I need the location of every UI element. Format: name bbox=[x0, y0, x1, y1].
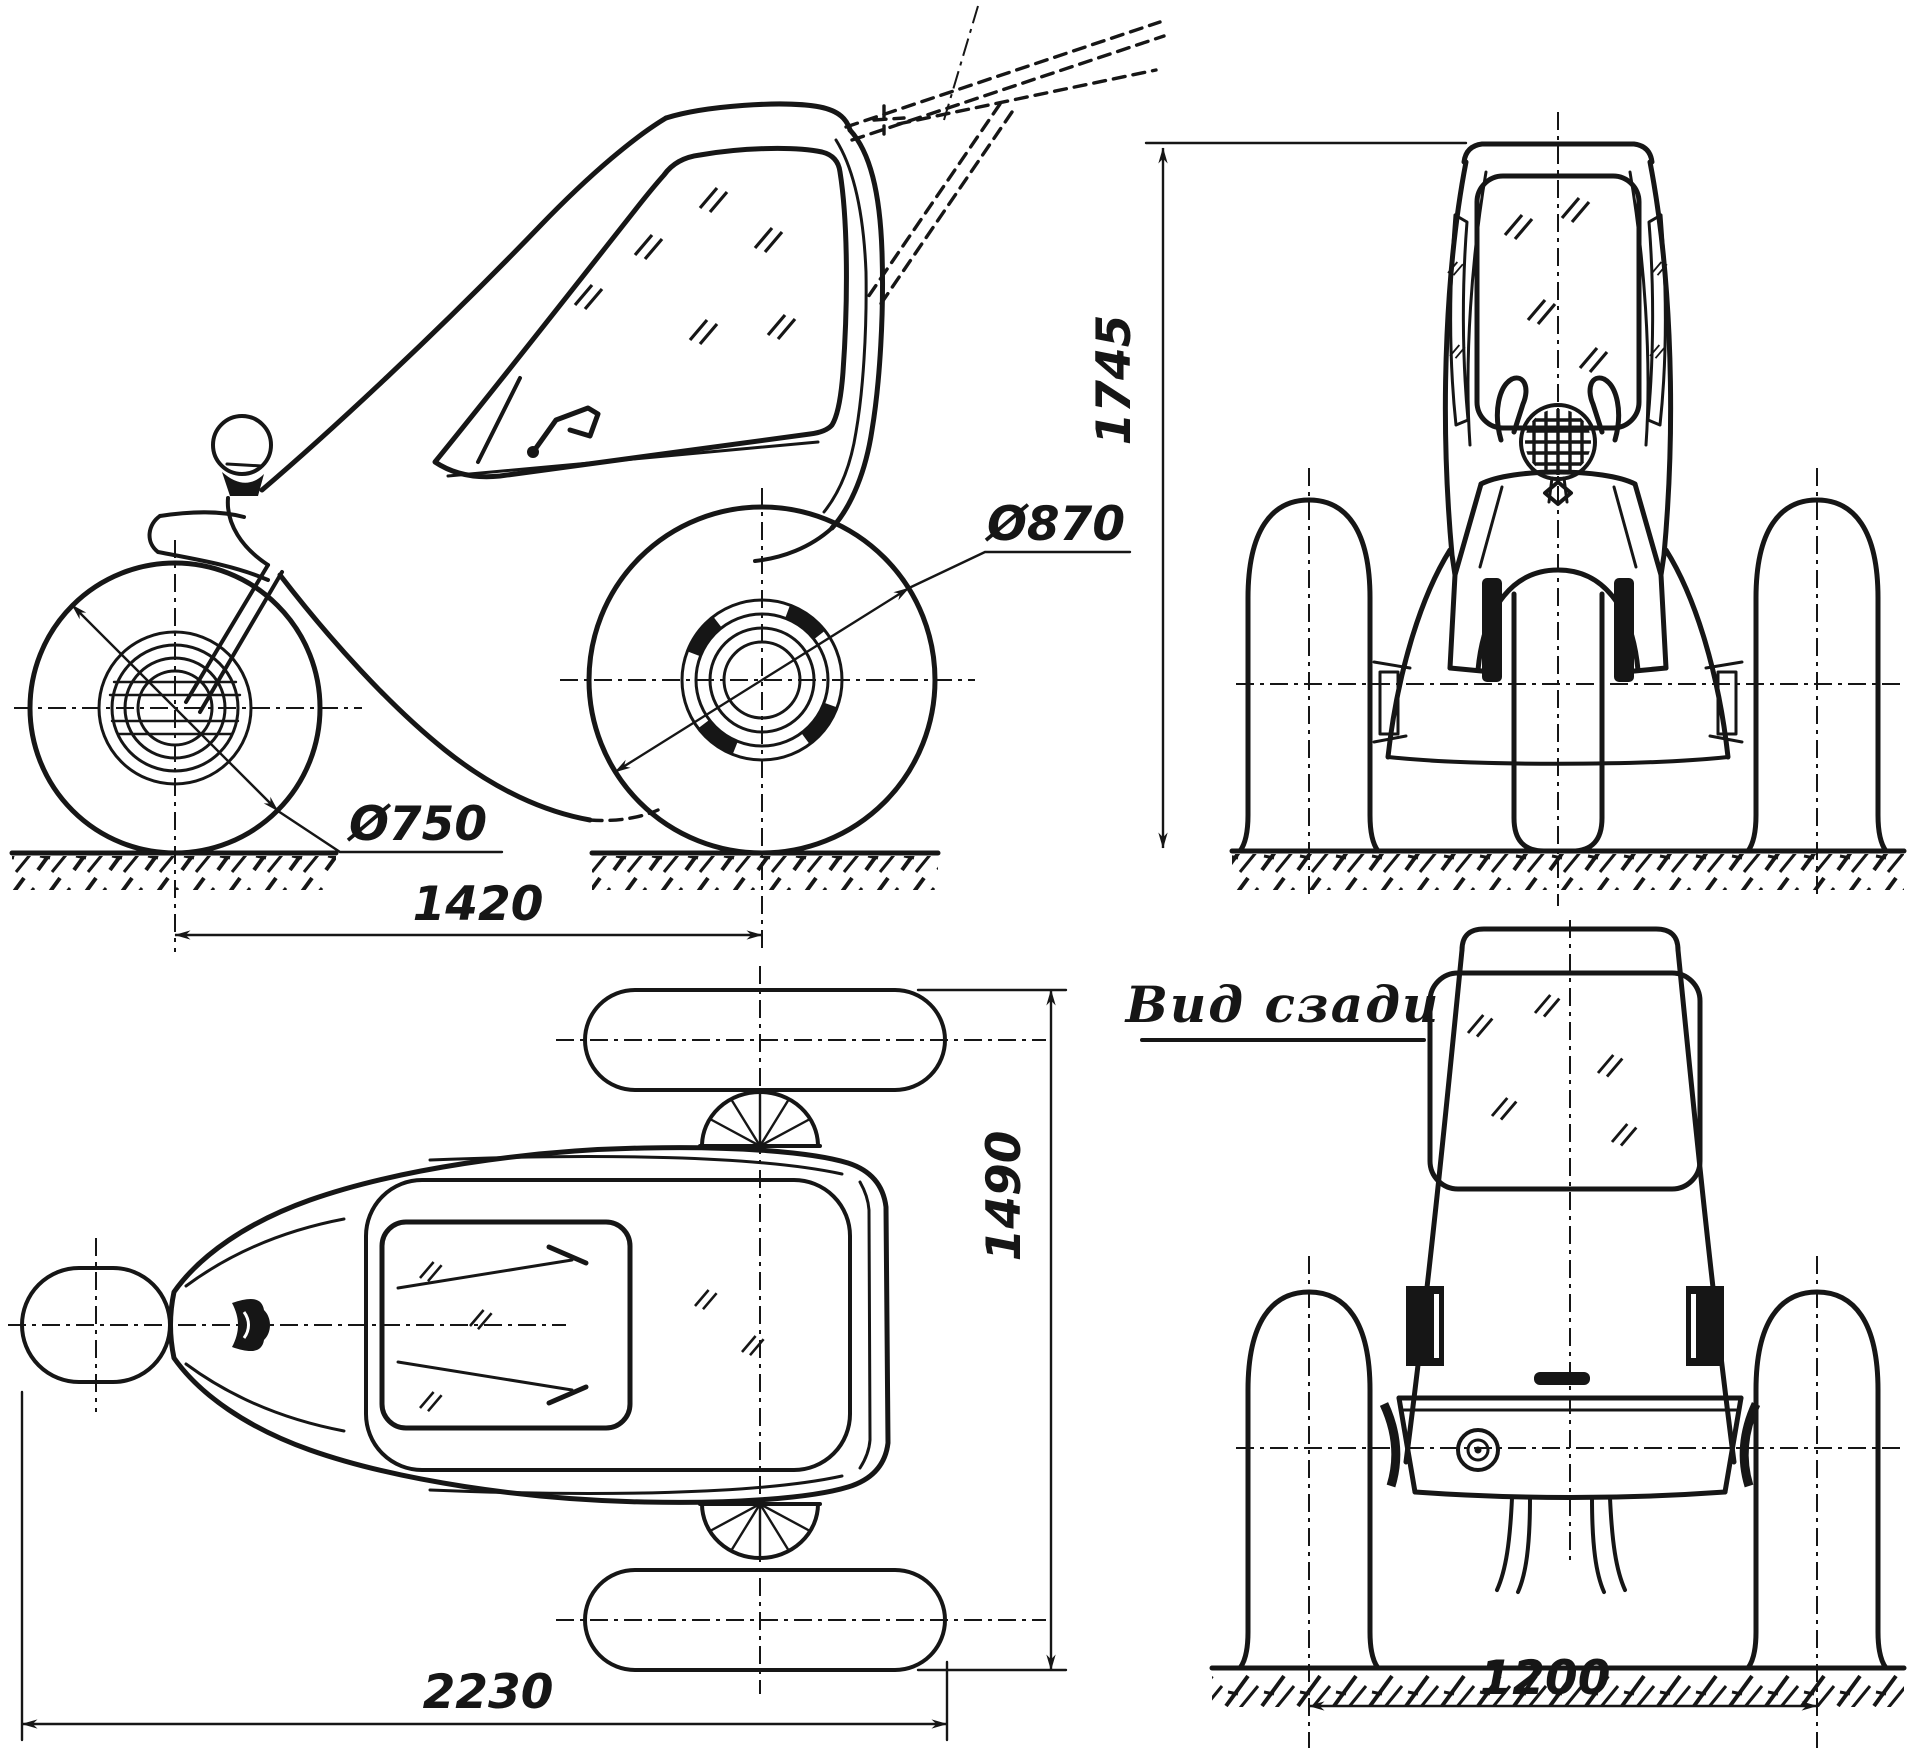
side-view: Ø750 Ø870 1420 bbox=[9, 5, 1166, 952]
side-window bbox=[432, 145, 849, 480]
rear-wheel-right bbox=[1704, 497, 1889, 854]
hatch-handle bbox=[1534, 1372, 1590, 1385]
dim-rear-wheel-diameter: Ø870 bbox=[984, 497, 1125, 552]
dimension-front-wheel-diameter: Ø750 bbox=[71, 604, 504, 854]
fork-leg-left bbox=[1482, 578, 1502, 682]
cabin bbox=[1442, 141, 1674, 578]
ground-line bbox=[1229, 848, 1907, 890]
wiper-arm bbox=[396, 1360, 574, 1392]
rear-body bbox=[1379, 926, 1761, 1594]
wheel-bracket-right bbox=[1739, 1402, 1761, 1488]
dimension-overall-length: 2230 bbox=[20, 1390, 949, 1742]
swingarm-bracket bbox=[1378, 670, 1400, 736]
rear-wheel-right bbox=[1745, 1289, 1889, 1671]
fuel-cap bbox=[1456, 1428, 1500, 1472]
rear-wheel-left bbox=[1237, 497, 1412, 854]
rear-window bbox=[1427, 970, 1703, 1192]
swingarm-bracket bbox=[1716, 670, 1738, 736]
body-outline bbox=[147, 101, 885, 823]
glass-reflections bbox=[418, 1260, 765, 1413]
window-lower-frame bbox=[446, 440, 820, 478]
ground-line bbox=[1209, 1665, 1907, 1707]
dim-overall-height: 1745 bbox=[1087, 315, 1142, 446]
dim-overall-length: 2230 bbox=[423, 1665, 554, 1720]
underbody-detail bbox=[588, 808, 660, 823]
side-glass-left bbox=[1449, 213, 1470, 427]
dimension-rear-track: 1200 bbox=[1308, 1651, 1818, 1711]
dim-wheelbase: 1420 bbox=[413, 877, 544, 932]
center-lines bbox=[1236, 112, 1900, 906]
rear-body-behind bbox=[1385, 547, 1731, 766]
body-plan bbox=[168, 1145, 891, 1505]
dim-overall-width: 1490 bbox=[977, 1131, 1032, 1262]
dimension-overall-width: 1490 bbox=[916, 988, 1068, 1672]
side-glass-right bbox=[1646, 213, 1667, 427]
handlebars bbox=[1494, 375, 1622, 443]
nose-ornament bbox=[232, 1298, 270, 1352]
windshield-top bbox=[379, 1219, 765, 1431]
dimension-rear-wheel-diameter: Ø870 bbox=[614, 497, 1132, 774]
dim-front-wheel-diameter: Ø750 bbox=[346, 797, 487, 852]
center-lines bbox=[8, 966, 1046, 1694]
vent-divider bbox=[476, 376, 522, 464]
rear-axle-fans bbox=[698, 1090, 822, 1560]
front-view: 1745 bbox=[1087, 112, 1907, 906]
front-wheel bbox=[1482, 578, 1634, 854]
open-canopy-phantom bbox=[844, 5, 1166, 310]
headlight bbox=[1519, 403, 1597, 506]
rear-view: Вид сзади bbox=[1124, 920, 1907, 1748]
rear-wheel-top-right bbox=[583, 1568, 947, 1672]
canopy-outline bbox=[364, 1178, 852, 1472]
center-lines bbox=[1236, 920, 1904, 1748]
wheel-bracket-left bbox=[1379, 1402, 1401, 1488]
rear-view-label: Вид сзади bbox=[1124, 975, 1441, 1034]
support-legs bbox=[1495, 1496, 1627, 1594]
headlight-side bbox=[211, 414, 273, 476]
rear-wheel-top-left bbox=[583, 988, 947, 1092]
headlight-mesh bbox=[1525, 409, 1591, 475]
dimension-overall-height: 1745 bbox=[1087, 141, 1468, 849]
fork-leg-right bbox=[1614, 578, 1634, 682]
canopy-latch-handle bbox=[527, 405, 601, 458]
glass-reflections bbox=[573, 186, 797, 346]
roof bbox=[1461, 141, 1655, 165]
headlight-mount bbox=[222, 472, 264, 496]
top-view: 1490 2230 bbox=[8, 966, 1068, 1742]
dimension-wheelbase: 1420 bbox=[174, 877, 763, 940]
rear-wheel-left bbox=[1237, 1289, 1381, 1671]
lower-panel bbox=[1396, 1395, 1744, 1500]
wiper-arm bbox=[396, 1258, 574, 1290]
glass-reflections bbox=[1466, 993, 1638, 1148]
rear-view-title: Вид сзади bbox=[1124, 975, 1441, 1042]
dim-rear-track: 1200 bbox=[1480, 1651, 1611, 1706]
wiper-blade bbox=[546, 1384, 589, 1406]
wiper-blade bbox=[546, 1244, 589, 1266]
